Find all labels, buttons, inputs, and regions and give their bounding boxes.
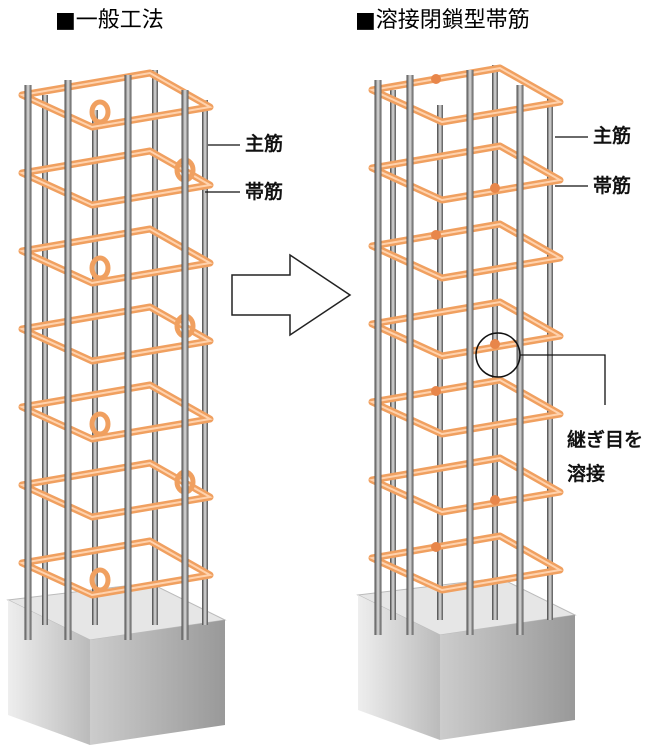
- main-bar: [374, 80, 382, 635]
- label-main-bar-left: 主筋: [245, 133, 284, 155]
- weld-point: [431, 542, 441, 552]
- label-main-bar-right: 主筋: [593, 125, 632, 147]
- hoop-highlight: [368, 222, 563, 280]
- weld-point: [431, 230, 441, 240]
- weld-point: [490, 495, 500, 505]
- main-bar: [466, 70, 474, 635]
- label-hoop-right: 帯筋: [593, 175, 632, 197]
- hoop-highlight: [368, 456, 563, 514]
- main-bar: [42, 95, 48, 625]
- title-welded-closed-hoop: ■溶接閉鎖型帯筋: [355, 8, 530, 33]
- hoop-hook: [89, 255, 111, 281]
- hoop: [368, 142, 564, 204]
- main-bar: [406, 75, 414, 635]
- hoop: [368, 220, 564, 282]
- main-bar: [64, 80, 72, 640]
- hoop-highlight: [368, 300, 563, 358]
- main-bar: [181, 90, 189, 640]
- hoop: [368, 376, 564, 438]
- hoop-hook: [89, 411, 111, 437]
- label-hoop-left: 帯筋: [245, 181, 284, 203]
- arrow-right-icon: [231, 253, 352, 337]
- main-bar: [92, 110, 98, 625]
- hoop-highlight: [368, 66, 563, 124]
- weld-point: [431, 386, 441, 396]
- main-bar: [390, 90, 396, 620]
- weld-point: [431, 74, 441, 84]
- main-bar: [124, 75, 132, 640]
- hoop: [368, 64, 564, 126]
- main-bar: [202, 100, 208, 625]
- hoop-highlight: [368, 378, 563, 436]
- welded-hoop-column: [356, 64, 577, 740]
- hoop-hook: [89, 99, 111, 125]
- title-conventional-method: ■一般工法: [55, 8, 164, 33]
- main-bar: [437, 105, 443, 620]
- footing-right-face: [90, 620, 225, 745]
- conventional-column: [6, 69, 227, 745]
- weld-point: [490, 183, 500, 193]
- main-bar: [547, 95, 553, 620]
- label-weld-joint-line2: 溶接: [567, 463, 606, 485]
- hoop: [368, 454, 564, 516]
- weld-point: [490, 339, 500, 349]
- hoop-highlight: [368, 144, 563, 202]
- label-weld-joint-line1: 継ぎ目を: [567, 429, 644, 451]
- hoop: [368, 298, 564, 360]
- hoop-highlight: [368, 534, 563, 592]
- main-bar: [24, 85, 32, 640]
- hoop-hook: [89, 567, 111, 593]
- weld-leader-line: [520, 354, 606, 405]
- footing-right-face: [440, 615, 575, 740]
